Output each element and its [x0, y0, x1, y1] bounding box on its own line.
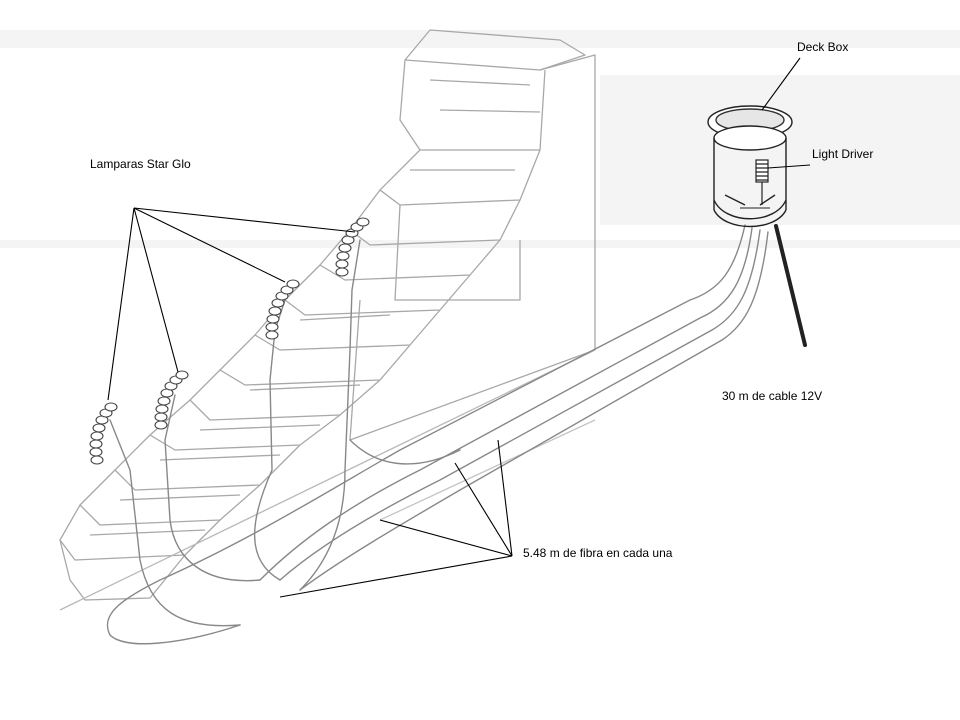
light-driver — [755, 159, 769, 205]
lamp-heads — [89, 217, 370, 465]
lamps-label: Lamparas Star Glo — [90, 157, 191, 171]
stairs-outline — [59, 29, 596, 611]
power-cable — [774, 224, 807, 347]
lamp-4 — [335, 217, 370, 277]
fiber-runs — [106, 224, 769, 645]
cable-label: 30 m de cable 12V — [722, 389, 823, 403]
lamp-1 — [89, 402, 118, 465]
callout-lines — [107, 57, 811, 598]
fiber-label: 5.48 m de fibra en cada una — [523, 546, 673, 560]
lamp-2 — [154, 370, 189, 430]
deck-box-label: Deck Box — [797, 40, 849, 54]
scan-background — [0, 30, 960, 248]
light-driver-label: Light Driver — [812, 147, 874, 161]
lamp-3 — [265, 279, 300, 340]
deck-box — [707, 105, 793, 228]
